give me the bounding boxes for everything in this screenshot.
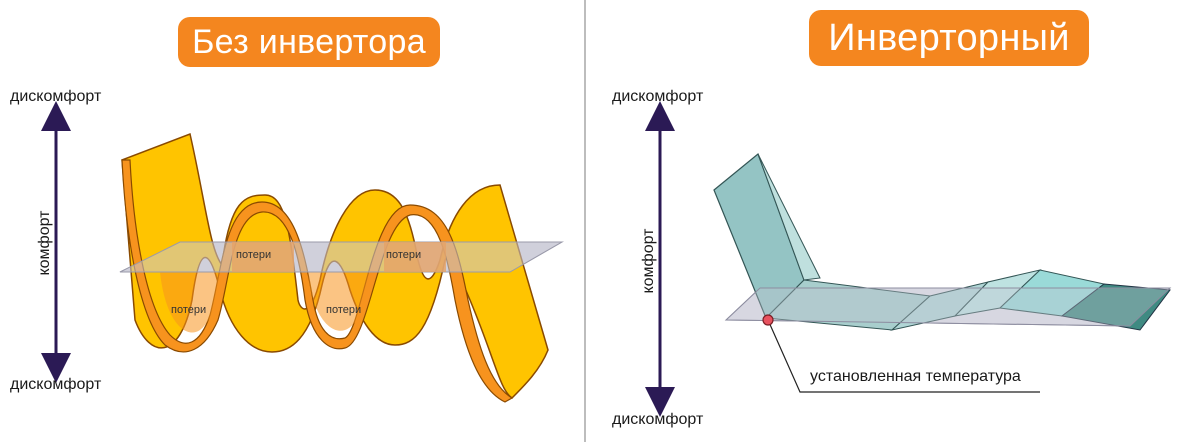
left-comfort-plane-front xyxy=(119,241,564,273)
right-title: Инверторный xyxy=(828,16,1070,59)
right-title-badge: Инверторный xyxy=(809,10,1089,66)
loss-label: потери xyxy=(386,249,422,261)
left-title-badge: Без инвертора xyxy=(178,17,440,67)
panel-divider xyxy=(584,0,586,442)
left-ribbon-trough-shade xyxy=(160,272,222,333)
setpoint-label: установленная температура xyxy=(810,368,1021,385)
setpoint-marker xyxy=(762,314,774,326)
right-axis-middle-label: комфорт xyxy=(640,228,657,294)
left-loss-highlight-2 xyxy=(384,242,446,272)
left-axis-top-label: дискомфорт xyxy=(10,88,102,105)
left-axis-bottom-label: дискомфорт xyxy=(10,376,102,393)
loss-label: потери xyxy=(171,304,207,316)
left-ribbon-trough-shade-2 xyxy=(308,272,372,331)
right-axis-top-label: дискомфорт xyxy=(612,88,704,105)
right-comfort-plane-front xyxy=(724,287,1172,327)
left-axis-middle-label: комфорт xyxy=(36,210,53,276)
right-start-panel-top xyxy=(757,153,821,281)
loss-label: потери xyxy=(326,304,362,316)
setpoint-leader-line xyxy=(767,319,1040,393)
right-axis-bottom-label: дискомфорт xyxy=(612,411,704,428)
left-title: Без инвертора xyxy=(192,22,426,61)
left-ribbon-edge xyxy=(121,159,514,403)
left-loss-highlight-1 xyxy=(232,242,294,272)
loss-label: потери xyxy=(236,249,272,261)
